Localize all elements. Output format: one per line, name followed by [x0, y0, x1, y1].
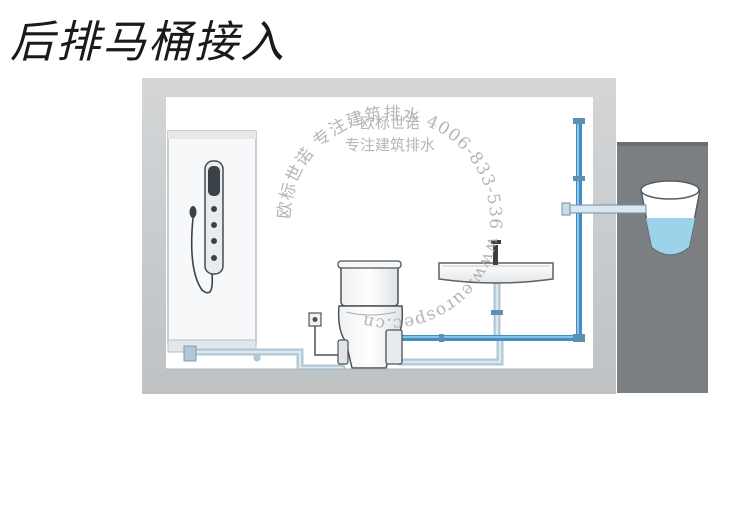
power-socket — [308, 312, 344, 356]
stack-feed-pipe — [561, 202, 647, 216]
soil-stack — [617, 142, 708, 393]
toilet — [337, 260, 404, 369]
hand-shower-icon — [189, 206, 197, 218]
macerator-pump — [385, 329, 403, 365]
toilet-tank — [340, 262, 399, 307]
watermark-brand: 欧标世诺 — [360, 114, 420, 132]
page-title: 后排马桶接入 — [10, 17, 286, 68]
washbasin — [438, 240, 554, 284]
stack-inlet — [640, 180, 701, 256]
stack-water — [646, 218, 695, 255]
tap-icon — [491, 240, 501, 265]
soil-stack-edge — [617, 142, 708, 146]
shower-trap — [183, 345, 197, 362]
watermark-slogan: 专注建筑排水 — [345, 136, 435, 154]
shower-panel — [189, 160, 224, 294]
